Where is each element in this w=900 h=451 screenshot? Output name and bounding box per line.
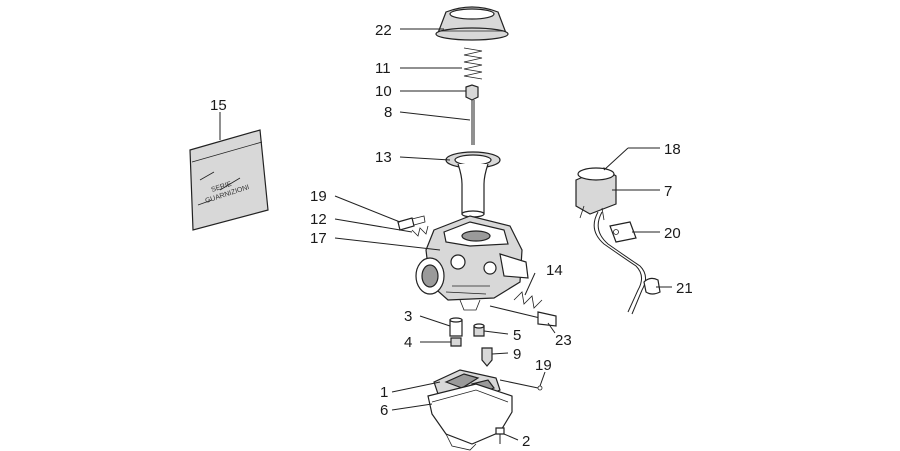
callout-2: 2 [522,433,530,450]
callout-11: 11 [375,60,391,77]
leader-lines [219,28,672,441]
part-18-7-choke-solenoid [575,167,646,315]
callout-8: 8 [384,104,392,121]
callout-10: 10 [375,83,392,100]
callout-13: 13 [375,149,392,166]
callout-12: 12 [310,211,327,228]
callout-17: 17 [310,230,327,247]
part-12-small-spring [411,225,429,237]
part-15-gasket-bag: SERIE GUARNIZIONI [189,129,269,231]
part-10-needle-clip [465,84,479,101]
part-4-small-jet [450,337,462,347]
callouts: 22 11 10 8 13 15 19 12 17 18 7 20 21 14 … [210,22,693,450]
callout-23: 23 [555,332,572,349]
callout-18: 18 [664,141,681,158]
callout-3: 3 [404,308,412,325]
callout-7: 7 [664,183,672,200]
part-19-screw-upper [397,215,426,231]
callout-14: 14 [546,262,563,279]
part-13-diaphragm [445,151,501,218]
part-8-needle [471,100,475,145]
part-23-adjusting-screw [489,305,557,327]
callout-6: 6 [380,402,388,419]
callout-20: 20 [664,225,681,242]
callout-22: 22 [375,22,392,39]
part-11-spring [463,47,483,80]
part-19-pin-lower [499,379,543,391]
part-21-clamp [643,277,661,295]
callout-19-upper: 19 [310,188,327,205]
callout-1: 1 [380,384,388,401]
part-17-carburetor-body [415,215,529,311]
callout-4: 4 [404,334,412,351]
part-3-jet-holder [449,317,463,337]
callout-9: 9 [513,346,521,363]
part-5-jet [473,323,485,337]
part-20-clip [609,221,637,243]
callout-21: 21 [676,280,693,297]
part-14-spring [513,291,543,309]
callout-5: 5 [513,327,521,344]
part-6-float-bowl [427,383,513,451]
part-9-float-needle [481,347,493,367]
callout-15: 15 [210,97,227,114]
part-2-drain-screw [495,427,505,444]
part-22-cap [435,6,509,41]
callout-19-lower: 19 [535,357,552,374]
